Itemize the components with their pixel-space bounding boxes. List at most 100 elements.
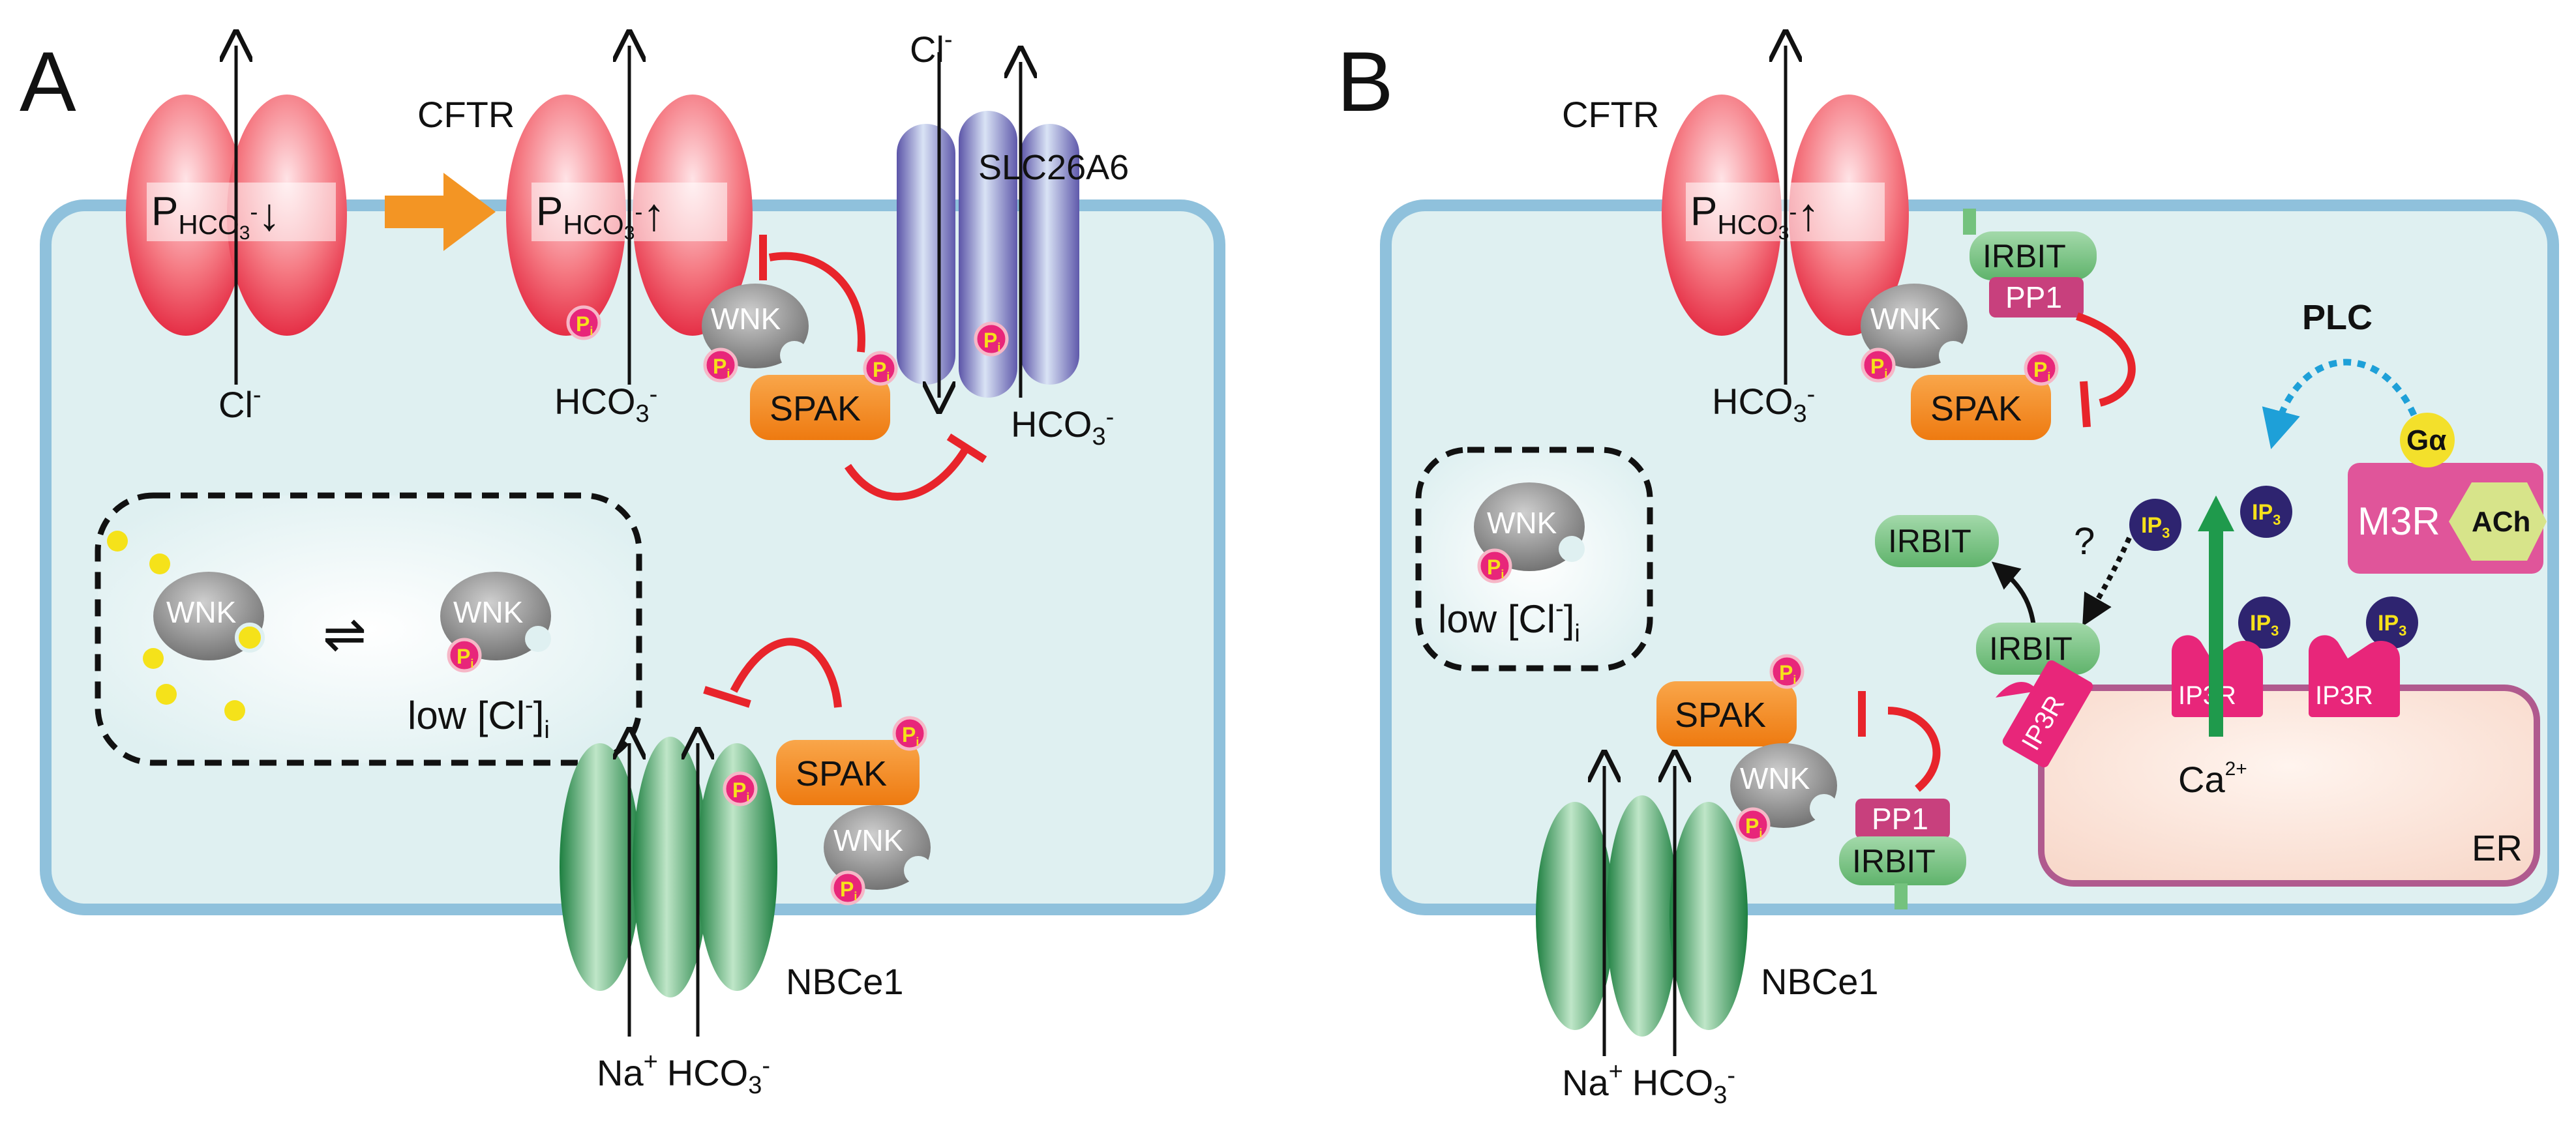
svg-text:PP1: PP1 [2005, 280, 2062, 314]
er-label: ER [2472, 827, 2523, 868]
ach-ligand [2449, 482, 2547, 561]
svg-text:Pi: Pi [576, 312, 593, 338]
cftr-right-permeability: PHCO3-↑ [536, 189, 665, 244]
svg-text:IP3: IP3 [2252, 500, 2281, 528]
svg-text:SPAK: SPAK [1930, 389, 2022, 428]
wnk-kinase [824, 805, 931, 890]
cftr-right: CFTR PHCO3-↑ HCO3- Pi [417, 46, 753, 428]
low-cl-label-b: low [Cl-]i [1438, 595, 1580, 647]
calcium-label: Ca2+ [2178, 758, 2247, 800]
svg-text:ACh: ACh [2472, 506, 2530, 538]
svg-text:WNK: WNK [166, 595, 237, 629]
wnk-kinase [702, 284, 809, 368]
panel-b: B Ca2+ ER CFTR PHCO3-↑ HCO3- IRBIT PP1 [1337, 34, 2559, 1109]
svg-text:Gα: Gα [2406, 424, 2446, 456]
panel-a-letter: A [20, 34, 76, 129]
calcium-release-arrow [2209, 522, 2223, 737]
svg-text:IP3R: IP3R [2315, 681, 2373, 710]
ip3-molecules: IP3 IP3 IP3 IP3 [2129, 486, 2418, 649]
svg-text:IP3R: IP3R [2178, 681, 2236, 710]
irbit-protein [1839, 836, 1966, 885]
cftr-left-permeability: PHCO3-↓ [151, 189, 280, 244]
low-cl-inset-b: WNK Pi low [Cl-]i [1415, 447, 1653, 671]
svg-text:Pi: Pi [2033, 358, 2050, 383]
svg-text:Pi: Pi [902, 723, 919, 748]
slc-ion-bottom: HCO3- [1011, 404, 1114, 450]
nbce1-ions-b: Na+HCO3- [1562, 1058, 1735, 1109]
ip3r-channel: IP3R [2309, 635, 2400, 717]
inhibit-pp1-spak-bottom [1887, 707, 1941, 792]
svg-text:WNK: WNK [833, 823, 904, 857]
pp1-protein [1855, 799, 1950, 839]
svg-text:Pi: Pi [983, 329, 1000, 354]
nbce1-transporter-b: NBCe1 Na+HCO3- [1536, 766, 1879, 1109]
wnk-spak-complex-a2: SPAK Pi WNK Pi [776, 716, 933, 906]
endoplasmic-reticulum [2038, 685, 2540, 887]
svg-text:IP3: IP3 [2141, 513, 2170, 541]
spak-kinase [776, 740, 920, 805]
ip3-molecule: IP3 [2238, 597, 2290, 649]
svg-text:IRBIT: IRBIT [1989, 630, 2073, 667]
svg-text:WNK: WNK [453, 595, 524, 629]
nbce1-transporter: Pi NBCe1 Na+HCO3- [560, 737, 904, 1099]
wnk-spak-complex-a1: WNK Pi SPAK Pi [702, 284, 898, 440]
svg-text:IP3: IP3 [2250, 611, 2279, 639]
svg-text:Pi: Pi [840, 877, 857, 903]
low-cl-label: low [Cl-]i [408, 692, 550, 744]
cftr-label: CFTR [417, 94, 515, 135]
wnk-active-b [1474, 482, 1585, 571]
svg-text:IRBIT: IRBIT [1983, 238, 2066, 274]
g-alpha [2400, 413, 2455, 467]
ip3-molecule: IP3 [2240, 486, 2292, 538]
svg-text:Pi: Pi [1487, 555, 1504, 581]
spak-kinase [750, 375, 890, 440]
slc-label: SLC26A6 [978, 148, 1129, 187]
svg-text:PP1: PP1 [1872, 802, 1928, 836]
svg-text:Pi: Pi [1870, 355, 1887, 380]
svg-text:SPAK: SPAK [1675, 696, 1766, 735]
spak-kinase [1911, 375, 2051, 440]
inhibit-arrow-nbce1 [730, 638, 842, 708]
slc-ion-top: Cl- [910, 26, 953, 70]
low-cl-inset: WNK ⇌ WNK Pi low [Cl-]i [95, 492, 642, 766]
wnk-spak-complex-b1: WNK Pi SPAK Pi [1861, 284, 2059, 440]
pi-badge: Pi [566, 305, 601, 340]
irbit-released [1875, 515, 1999, 567]
ip3-binding-arrow [2082, 537, 2132, 626]
svg-text:Pi: Pi [1779, 661, 1796, 686]
inhibit-pp1-spak [2076, 312, 2136, 407]
svg-text:SPAK: SPAK [796, 754, 887, 793]
svg-text:Pi: Pi [457, 645, 473, 670]
svg-text:IRBIT: IRBIT [1888, 523, 1971, 559]
svg-text:Pi: Pi [1745, 814, 1762, 840]
m3r-receptor: M3R ACh Gα [2348, 413, 2547, 574]
panel-a: A PHCO3-↓ Cl- CFTR PHCO3-↑ HCO3- P [20, 26, 1225, 1099]
svg-text:M3R: M3R [2358, 499, 2440, 543]
nbce1-label-b: NBCe1 [1761, 961, 1879, 1002]
irbit-protein [1969, 231, 2097, 280]
slc26a6-transporter: Cl- SLC26A6 HCO3- Pi [897, 26, 1129, 450]
spak-kinase [1656, 681, 1797, 746]
svg-text:IP3: IP3 [2378, 611, 2406, 639]
cftr-left: PHCO3-↓ Cl- [126, 46, 347, 425]
transition-arrow [385, 173, 496, 251]
irbit-pp1-bottom: PP1 IRBIT [1839, 799, 1966, 909]
ip3r-channel: IP3R [2172, 495, 2263, 737]
nbce1-ions: Na+HCO3- [597, 1048, 770, 1099]
svg-text:Pi: Pi [713, 355, 730, 380]
ip3-molecule: IP3 [2366, 597, 2418, 649]
cftr-b: CFTR PHCO3-↑ HCO3- [1562, 46, 1909, 428]
svg-text:WNK: WNK [1487, 506, 1557, 540]
wnk-kinase [1861, 284, 1968, 368]
cftr-label-b: CFTR [1562, 94, 1659, 135]
plc-arrow [2262, 359, 2429, 457]
panel-b-letter: B [1337, 34, 1394, 129]
cftr-b-ion: HCO3- [1712, 381, 1815, 428]
cftr-right-ion: HCO3- [554, 381, 657, 428]
svg-text:Pi: Pi [732, 778, 749, 804]
inhibit-arrow-slc [845, 447, 969, 501]
ip3-molecule: IP3 [2129, 499, 2181, 551]
inhibit-arrow-cftr [768, 252, 865, 353]
wnk-spak-complex-b2: SPAK Pi WNK Pi [1656, 654, 1838, 842]
